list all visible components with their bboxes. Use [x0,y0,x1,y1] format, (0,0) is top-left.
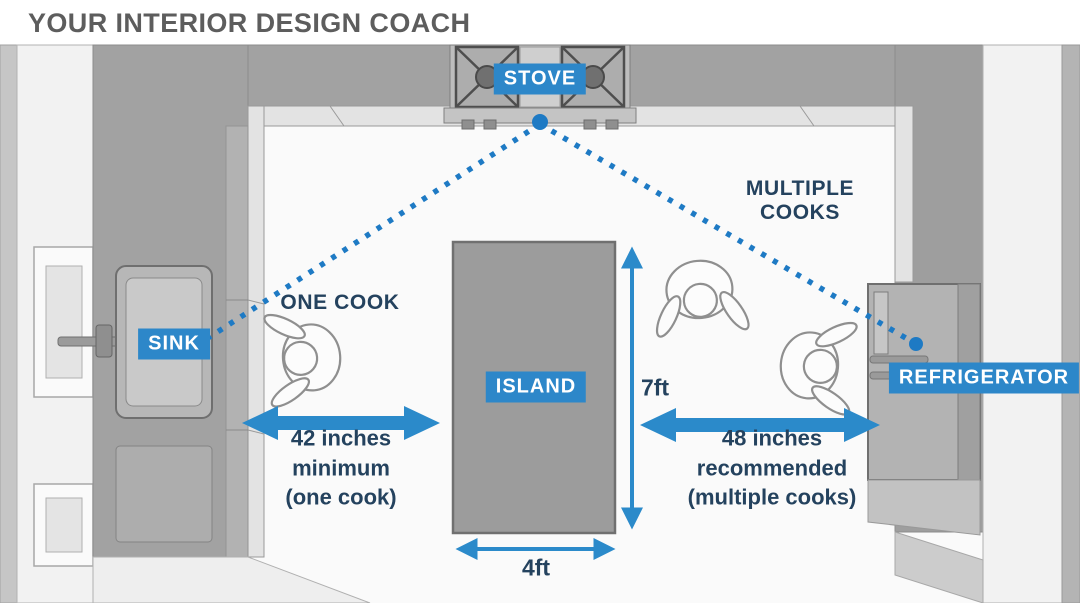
right-wall-column [894,44,1080,603]
cook-figure-one [263,313,342,408]
one-cook-label: ONE COOK [280,290,400,314]
triangle-end-dot [909,337,923,351]
sink-label: SINK [138,328,210,360]
refrigerator-label: REFRIGERATOR [888,362,1080,394]
sink-lower-cabinet [115,445,213,543]
island-label: ISLAND [485,371,587,403]
left-counter-edge [247,105,265,558]
left-wall-window [33,246,94,398]
clearance-arrow-left [242,406,440,440]
cook-figure-three [779,321,858,416]
left-counter-base [92,556,371,603]
stove-label: STOVE [493,63,587,95]
fridge-base [867,479,981,536]
right-counter-edge [894,105,914,283]
left-wall-window-lower [33,483,94,567]
left-clearance-measurement: 42 inches minimum (one cook) [285,425,397,510]
left-wall [0,44,94,603]
work-triangle [206,114,923,351]
island-width-value: 4ft [521,554,551,581]
multiple-cooks-label: MULTIPLE COOKS [745,176,855,224]
right-clearance-measurement: 48 inches recommended (multiple cooks) [687,425,857,510]
clearance-arrow-right [640,408,880,442]
sightline-stove-to-refrigerator [538,121,918,347]
refrigerator-graphic [867,283,981,536]
cook-figure-two [655,259,750,338]
island-length-value: 7ft [640,374,670,401]
triangle-vertex-dot [532,114,548,130]
left-cabinet-strip [225,125,249,558]
page-title: YOUR INTERIOR DESIGN COACH [28,8,471,38]
